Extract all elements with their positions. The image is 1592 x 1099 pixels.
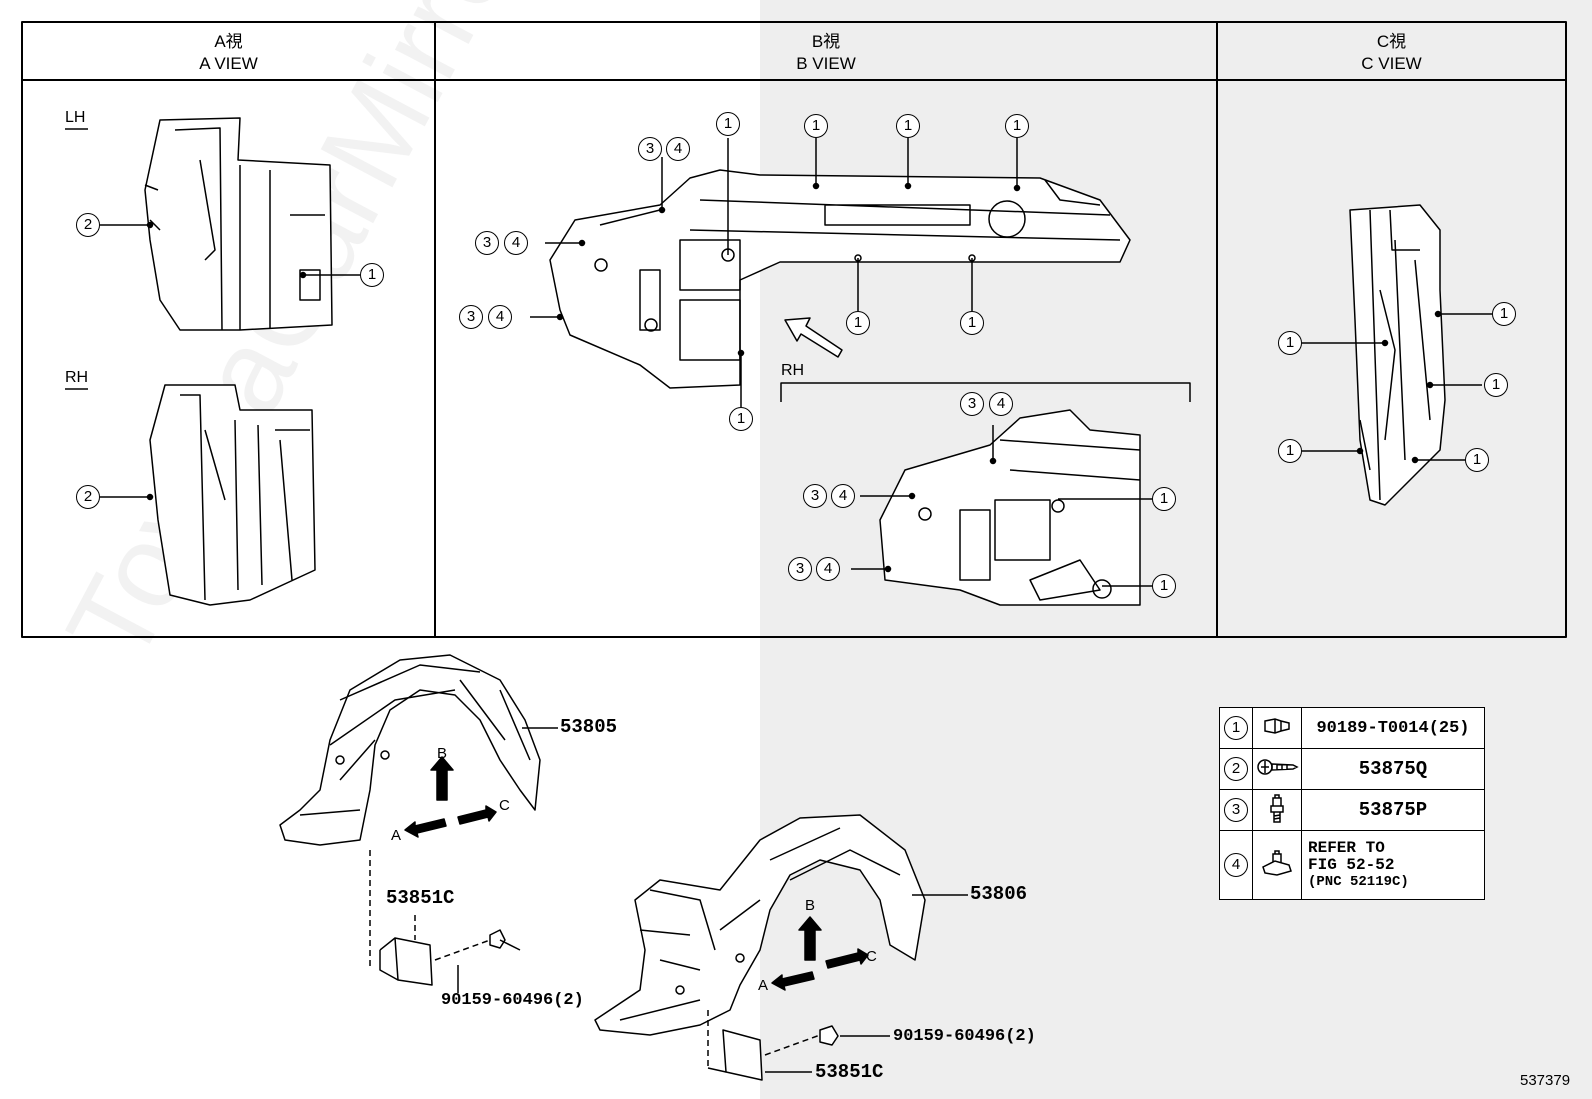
legend-note-line: FIG 52-52	[1308, 855, 1395, 874]
figure-number: 537379	[1520, 1072, 1571, 1089]
legend-row: 1 90189-T0014(25)	[1219, 707, 1485, 749]
callout-1: 1	[1484, 373, 1508, 397]
direction-label-c: C	[866, 948, 877, 965]
callout-1: 1	[960, 311, 984, 335]
legend-part-number: 90189-T0014(25)	[1301, 707, 1485, 749]
clip-icon	[1264, 717, 1290, 734]
callout-1: 1	[896, 114, 920, 138]
bolt-icon	[1270, 793, 1284, 823]
legend-row: 2 53875Q	[1219, 748, 1485, 790]
callout-1: 1	[1152, 487, 1176, 511]
direction-arrows-rh	[771, 916, 869, 991]
liner-53805-leader	[369, 727, 558, 970]
legend-reference-note: REFER TO FIG 52-52 (PNC 52119C)	[1301, 830, 1485, 900]
legend-note-line: (PNC 52119C)	[1308, 873, 1409, 890]
a-view-header: A視 A VIEW	[22, 31, 435, 75]
b-view-leaders	[530, 138, 1021, 407]
callout-4: 4	[831, 484, 855, 508]
callout-4: 4	[488, 305, 512, 329]
callout-4: 4	[666, 137, 690, 161]
c-view-liner	[1349, 204, 1446, 506]
flap-53851c-lh	[379, 915, 521, 993]
legend-callout: 3	[1224, 798, 1248, 822]
legend-note-line: REFER TO	[1308, 838, 1385, 857]
view-frame	[21, 21, 1567, 638]
liner-53805-drawing	[279, 654, 541, 846]
callout-1: 1	[1152, 574, 1176, 598]
direction-label-a: A	[391, 827, 402, 844]
a-view-lh-liner	[144, 117, 333, 331]
c-view-title-en: C VIEW	[1361, 54, 1422, 73]
callout-1: 1	[1278, 439, 1302, 463]
callout-1: 1	[804, 114, 828, 138]
callout-3: 3	[788, 557, 812, 581]
b-view-rh-leaders	[851, 425, 1152, 587]
callout-1: 1	[1005, 114, 1029, 138]
legend-callout: 2	[1224, 757, 1248, 781]
callout-4: 4	[989, 392, 1013, 416]
callout-2: 2	[76, 485, 100, 509]
part-number-flap-lh: 53851C	[386, 887, 455, 909]
part-number-liner-lh: 53805	[560, 716, 618, 738]
legend-part-number: 53875Q	[1301, 748, 1485, 790]
callout-1: 1	[729, 407, 753, 431]
part-number-screw-rh: 90159-60496(2)	[893, 1027, 1036, 1046]
b-view-arrow	[784, 317, 843, 358]
callout-1: 1	[1278, 331, 1302, 355]
callout-1: 1	[360, 263, 384, 287]
callout-1: 1	[716, 112, 740, 136]
legend-callout: 4	[1224, 853, 1248, 877]
a-view-title-en: A VIEW	[199, 54, 258, 73]
flap-53851c-rh	[707, 1025, 890, 1081]
a-view-rh-liner	[149, 384, 316, 606]
legend-part-number: 53875P	[1301, 789, 1485, 831]
nut-icon	[1262, 849, 1292, 876]
rh-label-a-view: RH	[65, 369, 89, 386]
b-view-title-jp: B視	[811, 32, 841, 51]
legend-row: 3 53875P	[1219, 789, 1485, 831]
lh-label: LH	[65, 109, 86, 126]
direction-label-a: A	[758, 977, 769, 994]
callout-1: 1	[846, 311, 870, 335]
callout-3: 3	[803, 484, 827, 508]
fastener-legend-table: 1 90189-T0014(25) 2 53875Q 3 53875P 4	[1219, 707, 1485, 900]
liner-53806-drawing	[594, 814, 926, 1036]
liner-53806-leader	[707, 894, 968, 1068]
legend-row: 4 REFER TO FIG 52-52 (PNC 52119C)	[1219, 830, 1485, 900]
callout-2: 2	[76, 213, 100, 237]
direction-label-b: B	[437, 745, 448, 762]
part-number-flap-rh: 53851C	[815, 1061, 884, 1083]
callout-4: 4	[816, 557, 840, 581]
b-view-title-en: B VIEW	[796, 54, 856, 73]
callout-3: 3	[459, 305, 483, 329]
screw-icon	[1257, 758, 1299, 775]
part-number-liner-rh: 53806	[970, 883, 1028, 905]
part-number-screw-lh: 90159-60496(2)	[441, 991, 584, 1010]
callout-1: 1	[1465, 448, 1489, 472]
callout-1: 1	[1492, 302, 1516, 326]
b-view-header: B視 B VIEW	[435, 31, 1217, 75]
callout-3: 3	[638, 137, 662, 161]
direction-arrows-lh	[404, 756, 497, 838]
legend-callout: 1	[1224, 716, 1248, 740]
b-view-liner	[549, 169, 1131, 389]
direction-label-c: C	[499, 797, 510, 814]
callout-3: 3	[475, 231, 499, 255]
callout-3: 3	[960, 392, 984, 416]
callout-4: 4	[504, 231, 528, 255]
direction-label-b: B	[805, 897, 816, 914]
c-view-header: C視 C VIEW	[1217, 31, 1566, 75]
a-view-leaders	[65, 128, 360, 501]
c-view-leaders	[1302, 310, 1492, 464]
rh-label-b-view: RH	[781, 362, 805, 379]
c-view-title-jp: C視	[1376, 32, 1407, 51]
a-view-title-jp: A視	[214, 32, 243, 51]
b-view-rh-inset	[780, 382, 1191, 606]
